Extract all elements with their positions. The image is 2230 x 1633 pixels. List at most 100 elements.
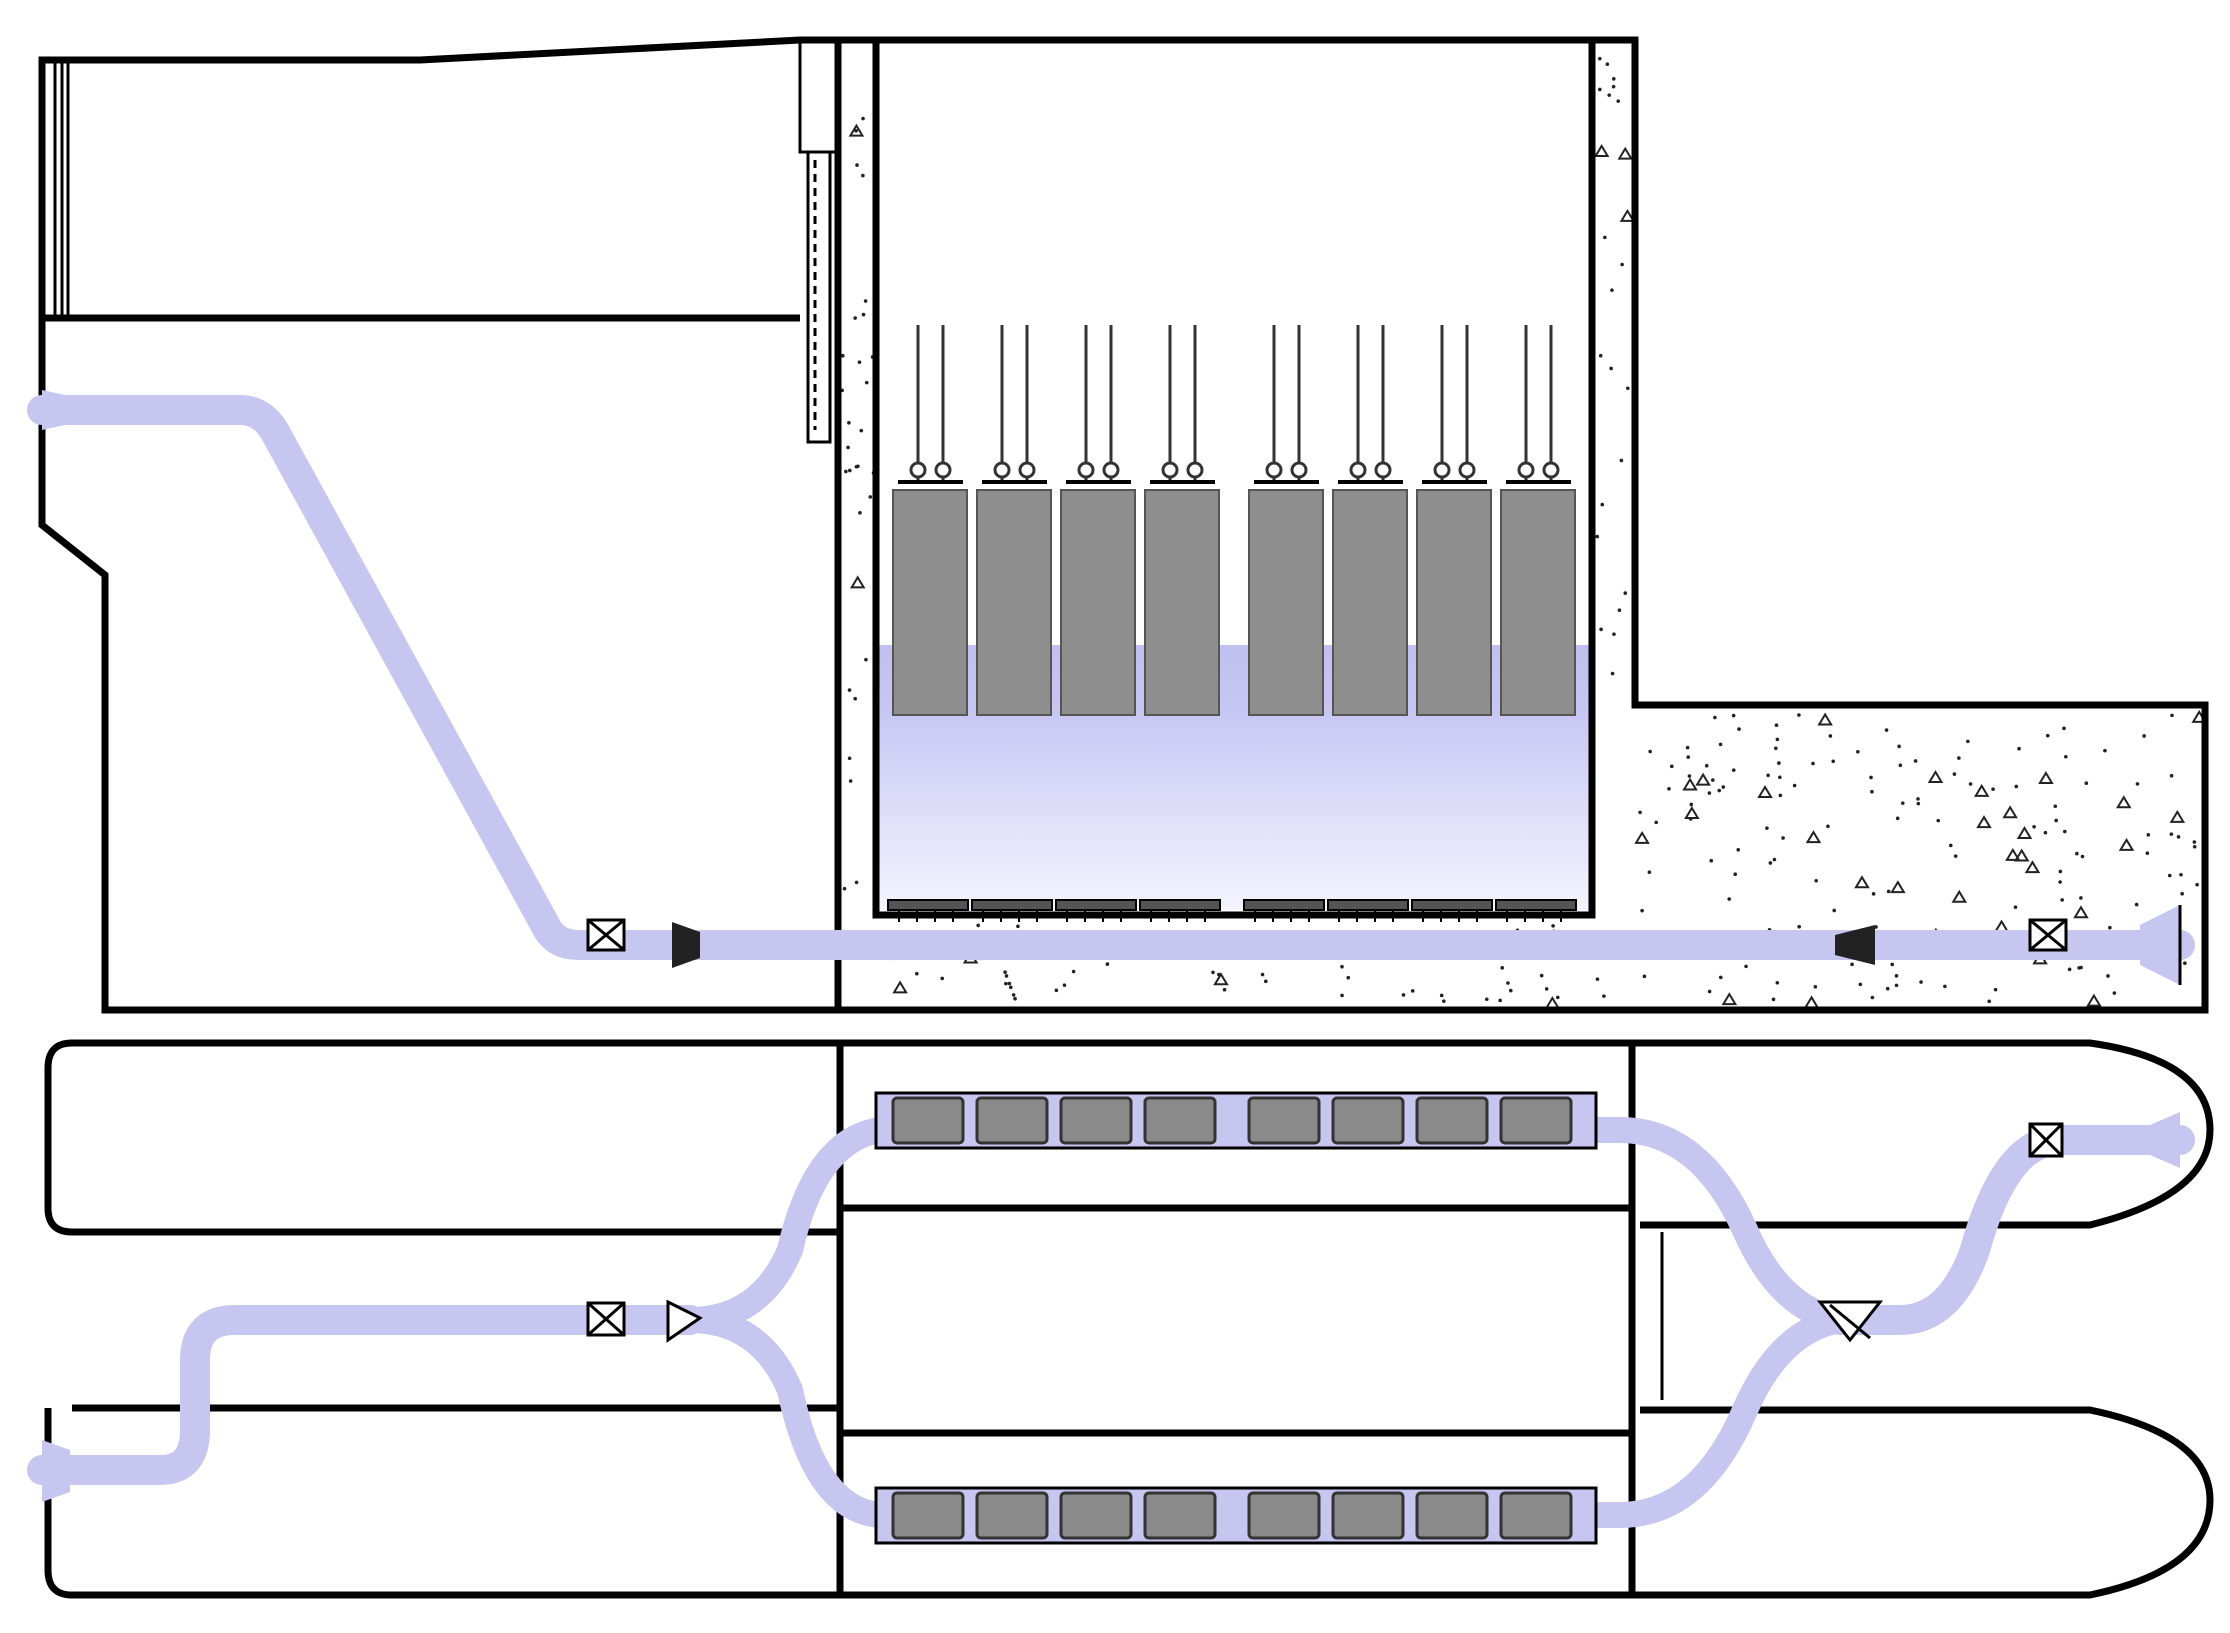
aggregate-speck [847,688,852,692]
plan-constriction-left [666,1299,703,1343]
aggregate-speck [1260,972,1265,977]
aggregate-speck [1727,897,1732,901]
aggregate-speck [940,976,945,981]
aggregate-speck [2084,781,2089,786]
aggregate-speck [1595,534,1600,539]
aggregate-speck [2073,905,2089,919]
gate-block [1248,489,1324,716]
gate-block [892,489,968,716]
aggregate-speck [2170,713,2174,718]
aggregate-speck [1555,995,1560,1000]
aggregate-speck [1952,772,1957,776]
aggregate-speck [1634,830,1650,844]
aggregate-speck [1485,997,1489,1002]
aggregate-speck [1817,712,1833,726]
aggregate-speck [1667,787,1671,791]
aggregate-speck [1772,857,1777,862]
floor-port [1139,899,1221,911]
chamber-gate [976,325,1052,716]
aggregate-speck [2146,833,2151,837]
aggregate-speck [1340,993,1344,998]
aggregate-speck [1004,981,1008,986]
plan-gate-block [1499,1096,1573,1145]
filling-valve [586,918,626,952]
hoist-ring [1517,461,1535,479]
aggregate-speck [2142,734,2146,738]
aggregate-speck [846,445,850,450]
aggregate-speck [1736,848,1741,852]
aggregate-speck [1013,996,1017,1001]
aggregate-speck [1551,924,1555,928]
plan-gate-block [975,1096,1049,1145]
culvert-constriction-left [672,922,700,968]
aggregate-speck [2103,748,2107,753]
aggregate-speck [1340,964,1344,969]
plan-gate-block [1415,1096,1489,1145]
aggregate-speck [2179,872,2183,877]
aggregate-speck [2169,809,2186,823]
aggregate-speck [1647,870,1652,875]
aggregate-speck [1774,746,1778,751]
aggregate-speck [1775,737,1780,742]
aggregate-speck [1771,997,1776,1002]
aggregate-speck [1686,755,1691,759]
aggregate-speck [1886,889,1891,894]
aggregate-speck [2005,847,2021,861]
aggregate-speck [1811,761,1815,766]
aggregate-speck [1733,872,1738,876]
aggregate-speck [1597,56,1602,61]
aggregate-speck [1721,785,1726,789]
aggregate-speck [1707,791,1712,795]
chamber-gate [1144,325,1220,716]
aggregate-speck [2086,993,2102,1007]
aggregate-speck [2112,991,2117,995]
aggregate-speck [1993,919,2010,933]
plan-gate-block [1499,1491,1573,1540]
aggregate-speck [1498,998,1502,1003]
aggregate-speck [861,116,865,121]
aggregate-speck [1704,763,1709,768]
aggregate-speck [863,299,868,303]
aggregate-speck [2014,784,2019,789]
aggregate-speck [1775,980,1780,985]
aggregate-speck [1654,820,1659,825]
aggregate-speck [1913,759,1918,763]
floor-port [971,899,1053,911]
plan-view [27,1039,2214,1599]
aggregate-speck [1685,745,1690,750]
aggregate-speck [2062,829,2067,834]
aggregate-speck [1707,989,1712,994]
aggregate-speck [854,129,858,133]
aggregate-speck [1016,924,1020,929]
floor-port [1495,899,1577,911]
aggregate-speck [1689,802,1694,807]
aggregate-speck [2169,832,2174,836]
gate-block [1416,489,1492,716]
aggregate-speck [868,495,873,499]
aggregate-speck [1897,744,1901,749]
aggregate-speck [2067,967,2072,972]
aggregate-speck [892,980,908,994]
aggregate-speck [1105,962,1110,966]
aggregate-speck [1609,366,1613,371]
aggregate-speck [1682,777,1698,791]
aggregate-speck [853,696,857,701]
aggregate-speck [1966,739,1970,744]
plan-gate-block [1247,1491,1321,1540]
aggregate-speck [1884,728,1889,732]
aggregate-speck [2183,961,2187,966]
aggregate-speck [844,469,848,474]
aggregate-speck [1607,93,1612,97]
aggregate-speck [1410,989,1415,993]
aggregate-speck [2079,896,2083,900]
aggregate-speck [1684,806,1700,819]
aggregate-speck [1687,774,1692,778]
chamber-gate [1416,325,1492,716]
aggregate-speck [849,575,866,589]
aggregate-speck [1617,146,1634,160]
aggregate-speck [976,923,980,928]
gate-block [1332,489,1408,716]
aggregate-speck [1709,858,1714,863]
aggregate-speck [2169,773,2174,778]
aggregate-speck [1500,966,1505,970]
